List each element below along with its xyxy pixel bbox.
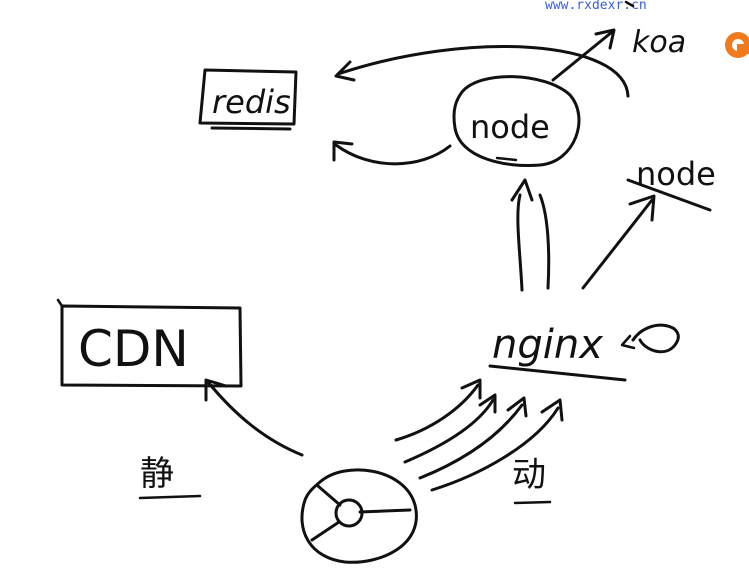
logo-icon [725,32,749,58]
nginx-group: nginx [488,322,680,382]
redis-box: redis [198,68,298,131]
node-main: node [452,75,581,167]
watermark-text: www.rxdexr.cn [545,0,647,13]
arrow-node-to-redis-bottom [332,140,452,166]
redis-label: redis [212,83,291,121]
arrow-nginx-to-side-node [581,194,656,290]
node-main-label: node [470,108,550,146]
nginx-label: nginx [492,322,603,368]
node-side: node [626,155,716,212]
static-label: 静 [140,454,174,494]
dynamic-group: 动 [512,455,552,505]
cdn-box: CDN [56,298,243,388]
arrow-browser-to-cdn [204,378,304,457]
static-group: 静 [138,454,202,500]
arrows-browser-to-nginx [394,378,564,492]
arrow-node-to-redis-top [334,45,630,98]
cdn-label: CDN [78,320,189,378]
dynamic-label: 动 [512,455,546,495]
koa-label: koa [632,25,686,60]
koa-group: koa [551,0,686,82]
browser-icon [300,468,418,564]
arrow-nginx-to-node [510,178,551,292]
